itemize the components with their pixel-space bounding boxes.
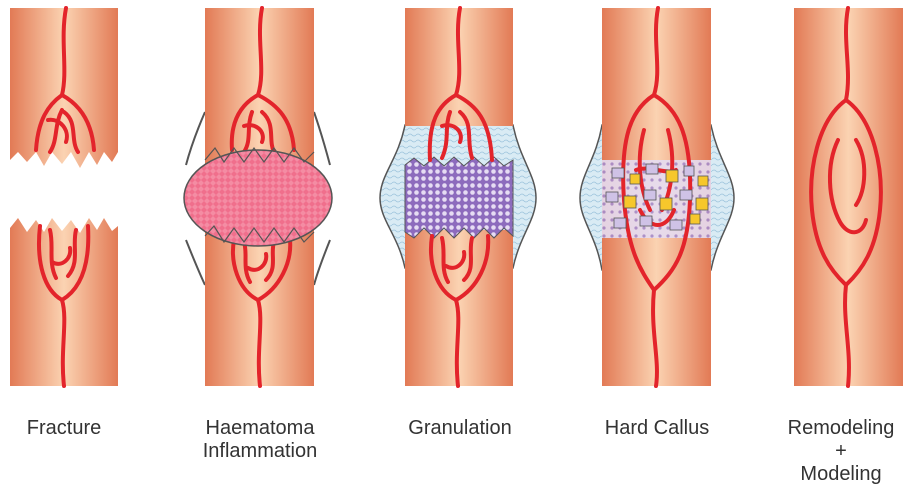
label-remodeling: Remodeling + Modeling xyxy=(776,417,906,486)
label-granulation: Granulation xyxy=(385,417,535,440)
stage-granulation xyxy=(380,8,536,386)
stage-hard-callus xyxy=(580,8,734,386)
granulation-tissue xyxy=(405,157,513,238)
label-line: Inflammation xyxy=(185,440,335,463)
label-line: Granulation xyxy=(385,417,535,440)
stage-fracture xyxy=(10,8,118,386)
label-haematoma: Haematoma Inflammation xyxy=(185,417,335,463)
label-line: Haematoma xyxy=(185,417,335,440)
label-line: + xyxy=(776,440,906,463)
label-line: Remodeling xyxy=(776,417,906,440)
label-line: Hard Callus xyxy=(582,417,732,440)
label-hard-callus: Hard Callus xyxy=(582,417,732,440)
stage-remodeling xyxy=(794,8,903,386)
label-line: Modeling xyxy=(776,463,906,486)
label-fracture: Fracture xyxy=(5,417,123,440)
haematoma-clot xyxy=(184,150,332,246)
label-line: Fracture xyxy=(5,417,123,440)
stage-haematoma xyxy=(184,8,332,386)
